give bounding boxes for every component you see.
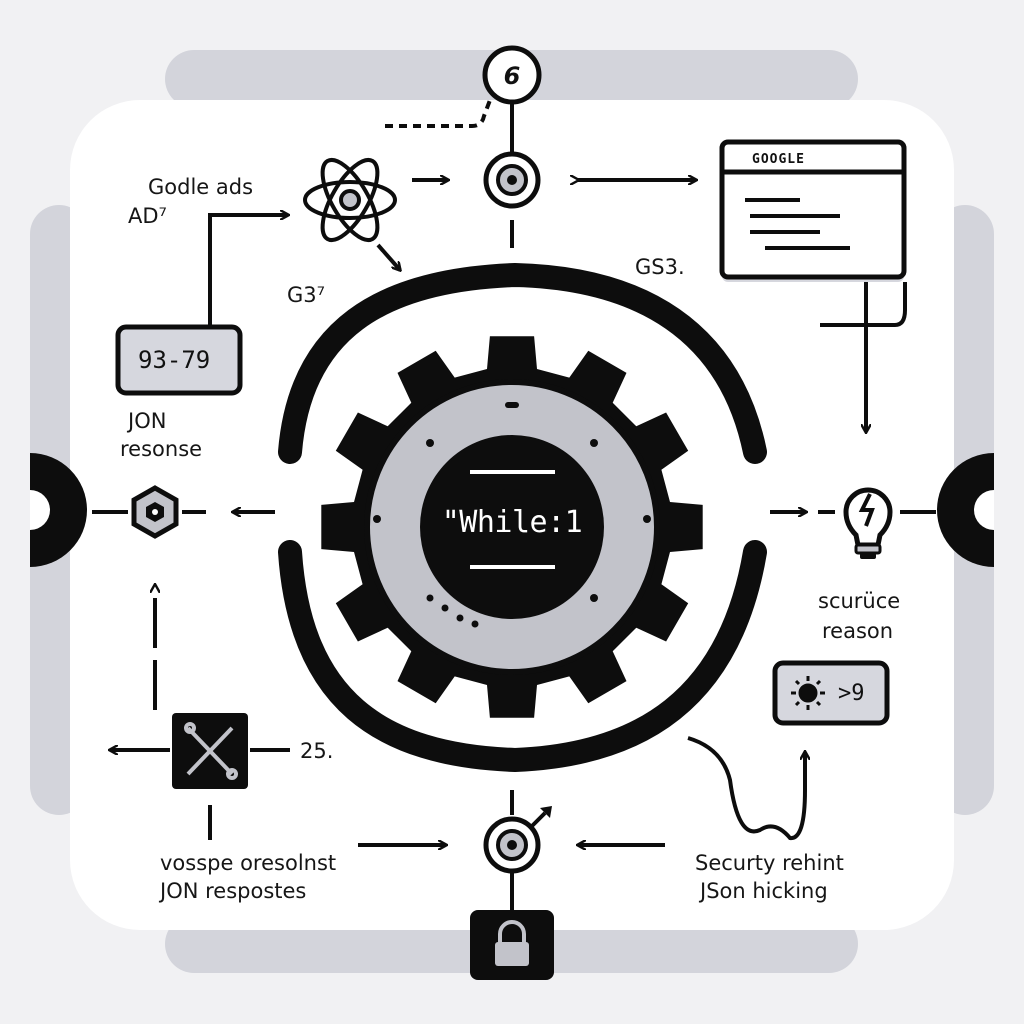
label-bottom-right-1: Securty rehint — [695, 851, 844, 875]
label-ad: AD⁷ — [128, 204, 167, 228]
bottom-target-icon[interactable] — [483, 806, 552, 874]
label-google-ads: Godle ads — [148, 175, 254, 199]
window-title: GOOGLE — [752, 152, 805, 167]
squiggle-arrow — [687, 736, 805, 840]
connector-window-to-bulb — [820, 282, 907, 432]
sun-icon — [791, 676, 825, 710]
box-9379-text: 93-79 — [138, 346, 211, 374]
window-icon[interactable] — [719, 139, 907, 282]
top-node-number: 6 — [503, 62, 521, 90]
side-connector-right — [937, 453, 994, 567]
lightbulb-icon[interactable] — [843, 487, 893, 559]
label-jon-1: JON — [128, 409, 167, 433]
target-icon[interactable] — [483, 151, 541, 209]
label-bottom-right-2: JSon hicking — [700, 879, 828, 903]
keys-icon[interactable] — [172, 713, 248, 789]
label-bottom-left-2: JON respostes — [160, 879, 307, 903]
connector-dashed-top — [385, 99, 492, 128]
box-9379[interactable] — [115, 324, 243, 396]
label-g37: G3⁷ — [287, 283, 326, 307]
box-sun-text: >9 — [838, 681, 865, 706]
arrow-box-to-atom — [208, 215, 288, 325]
side-connector-left — [30, 453, 87, 567]
label-25: 25. — [300, 739, 334, 763]
label-jon-2: resonse — [120, 437, 203, 461]
lock-icon[interactable] — [470, 910, 554, 980]
outer-loop — [278, 262, 767, 773]
box-sun[interactable] — [772, 660, 890, 726]
label-surface-2: reason — [822, 619, 894, 643]
label-surface-1: scurüce — [818, 589, 901, 613]
center-label: "While:1 — [441, 505, 583, 540]
hexagon-icon[interactable] — [131, 485, 179, 539]
label-bottom-left-1: vosspe oresolnst — [160, 851, 337, 875]
arrow-atom-down — [376, 243, 400, 270]
gear-icon — [321, 336, 703, 718]
atom-icon[interactable] — [303, 152, 397, 248]
label-gs3: GS3. — [635, 255, 685, 279]
